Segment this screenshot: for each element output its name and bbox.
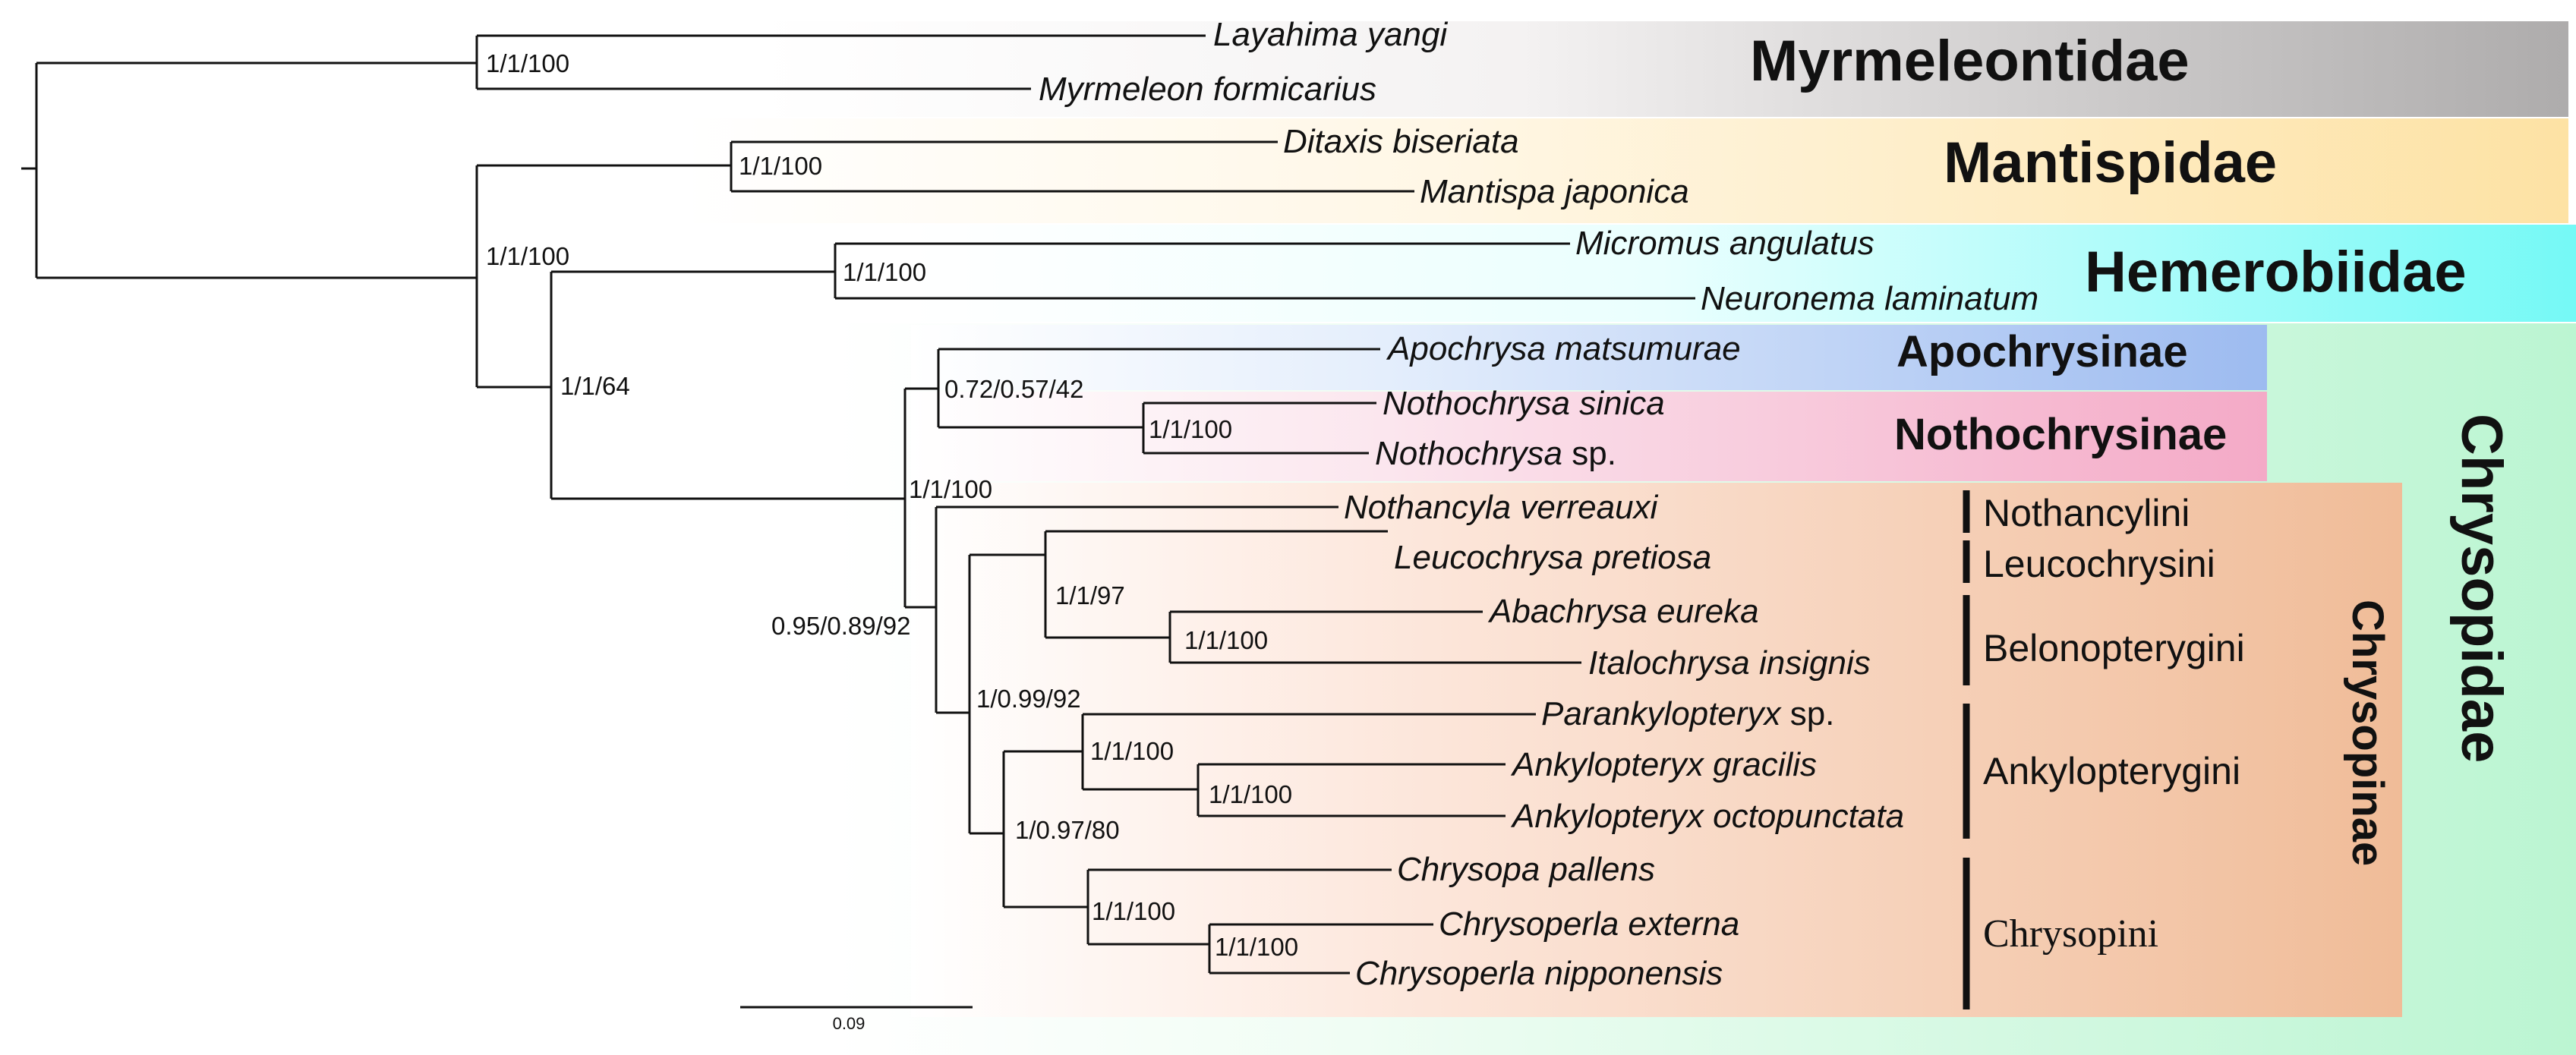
subfamily-label-chrysopinae: Chrysopinae — [2343, 600, 2392, 866]
tip-chrysoperla-nipponensis: Chrysoperla nipponensis — [1355, 955, 1723, 992]
subfamily-label-apochrysinae: Apochrysinae — [1897, 327, 2188, 376]
support-hemerobiidae-chrysopidae: 1/1/64 — [560, 372, 630, 400]
support-hemerobiidae: 1/1/100 — [843, 258, 926, 286]
tip-myrmeleon-formicarius: Myrmeleon formicarius — [1039, 71, 1376, 108]
apochrysinae-band — [911, 325, 2267, 390]
support-belonopterygini: 1/1/100 — [1184, 626, 1268, 654]
tip-italochrysa-insignis: Italochrysa insignis — [1588, 644, 1871, 682]
tribe-label-ankylopterygini: Ankylopterygini — [1983, 750, 2240, 792]
mantispidae-band — [683, 118, 2568, 223]
tip-labels: Layahima yangi Myrmeleon formicarius Dit… — [1039, 16, 2038, 992]
support-ankylopterygini: 1/1/100 — [1090, 737, 1174, 765]
tip-ankylopteryx-gracilis: Ankylopteryx gracilis — [1510, 746, 1817, 783]
support-chrysopidae: 0.95/0.89/92 — [771, 612, 911, 640]
tip-chrysopa-pallens: Chrysopa pallens — [1397, 851, 1655, 888]
support-ankylopteryx: 1/1/100 — [1209, 780, 1292, 808]
support-nothochrysa: 1/1/100 — [1149, 415, 1232, 443]
support-chrysopinae: 1/1/100 — [909, 475, 992, 503]
hemerobiidae-band — [911, 225, 2576, 322]
myrmeleontidae-band — [759, 21, 2568, 117]
support-leucochrysini-belonopterygini: 1/1/97 — [1055, 581, 1125, 609]
support-ingroup: 1/1/100 — [486, 242, 569, 270]
support-chrysoperla: 1/1/100 — [1215, 933, 1298, 961]
support-mantispidae: 1/1/100 — [739, 152, 822, 180]
family-label-mantispidae: Mantispidae — [1944, 131, 2277, 195]
tribe-label-leucochrysini: Leucochrysini — [1983, 543, 2215, 585]
support-ankylopterygini-chrysopini: 1/0.97/80 — [1015, 816, 1120, 844]
tribe-labels: Nothancylini Leucochrysini Belonopterygi… — [1963, 490, 2245, 1009]
family-label-chrysopidae: Chrysopidae — [2449, 414, 2514, 763]
family-label-myrmeleontidae: Myrmeleontidae — [1750, 29, 2190, 93]
tip-ankylopteryx-octopunctata: Ankylopteryx octopunctata — [1510, 798, 1904, 835]
tip-nothochrysa-sp: Nothochrysa sp. — [1375, 435, 1616, 472]
clade-labels: Myrmeleontidae Mantispidae Hemerobiidae … — [1750, 29, 2514, 866]
sp-suffix: sp. — [1780, 695, 1834, 732]
subfamily-label-nothochrysinae: Nothochrysinae — [1894, 410, 2227, 459]
tip-abachrysa-eureka: Abachrysa eureka — [1487, 593, 1759, 630]
nothochrysinae-band — [911, 392, 2267, 481]
support-apochrysinae-nothochrysinae: 0.72/0.57/42 — [944, 375, 1084, 403]
family-label-hemerobiidae: Hemerobiidae — [2085, 240, 2467, 304]
tip-parankylopteryx-sp: Parankylopteryx sp. — [1541, 695, 1834, 732]
scale-bar: 0.09 — [740, 1006, 973, 1033]
tip-neuronema-laminatum: Neuronema laminatum — [1701, 280, 2038, 317]
tree-branches — [21, 34, 1695, 975]
tip-chrysoperla-externa: Chrysoperla externa — [1439, 905, 1739, 943]
support-chrysopinae-core: 1/0.99/92 — [976, 685, 1081, 713]
tribe-label-nothancylini: Nothancylini — [1983, 492, 2190, 534]
tip-nothochrysa-sinica: Nothochrysa sinica — [1383, 385, 1665, 422]
scale-bar-label: 0.09 — [833, 1014, 865, 1033]
tip-leucochrysa-pretiosa: Leucochrysa pretiosa — [1394, 539, 1711, 576]
tip-ditaxis-biseriata: Ditaxis biseriata — [1283, 123, 1519, 160]
tip-nothancyla-verreauxi: Nothancyla verreauxi — [1344, 489, 1659, 526]
tip-apochrysa-matsumurae: Apochrysa matsumurae — [1386, 330, 1741, 367]
tribe-label-belonopterygini: Belonopterygini — [1983, 627, 2245, 669]
support-myrmeleontidae: 1/1/100 — [486, 49, 569, 77]
tip-micromus-angulatus: Micromus angulatus — [1575, 225, 1874, 262]
support-values: 1/1/100 1/1/100 1/1/100 1/1/100 1/1/64 0… — [486, 49, 1298, 961]
support-chrysopini: 1/1/100 — [1092, 897, 1175, 925]
chrysopinae-band — [911, 483, 2402, 1017]
tip-mantispa-japonica: Mantispa japonica — [1420, 173, 1689, 210]
tribe-label-chrysopini: Chrysopini — [1983, 912, 2158, 956]
sp-suffix: sp. — [1562, 435, 1616, 472]
tip-layahima-yangi: Layahima yangi — [1213, 16, 1448, 53]
